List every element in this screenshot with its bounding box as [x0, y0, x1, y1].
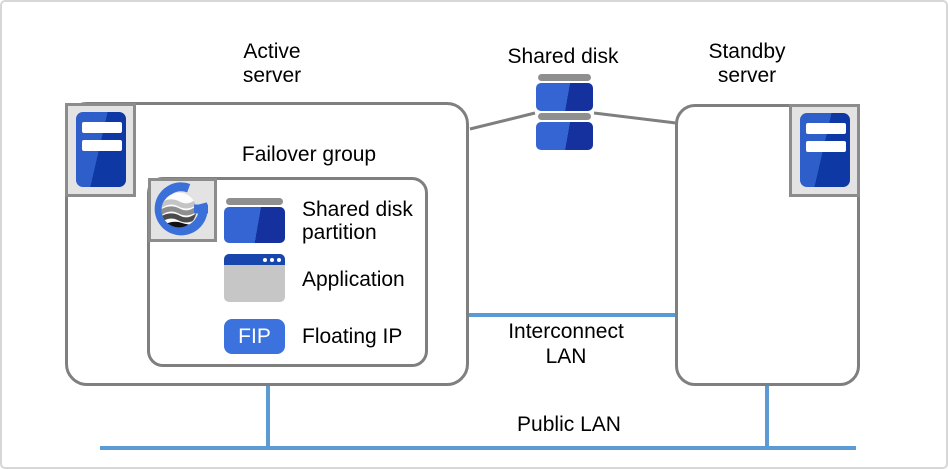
shared-disk-partition-label-line2: partition — [302, 221, 377, 244]
interconnect-lan-label-line2: LAN — [545, 345, 587, 368]
standby-server-icon — [789, 104, 860, 197]
application-label: Application — [302, 268, 405, 291]
public-lan-label: Public LAN — [517, 413, 621, 436]
interconnect-lan-label-line1: Interconnect — [508, 320, 624, 343]
active-server-label-line1: Active — [243, 40, 301, 63]
server-tower-icon — [76, 112, 126, 187]
interconnect-lan-label: Interconnect LAN — [476, 319, 656, 369]
shared-disk-partition-label-line1: Shared disk — [302, 198, 413, 221]
active-server-label: Active server — [192, 40, 352, 88]
server-tower-icon — [800, 113, 850, 187]
standby-server-label-line2: server — [717, 64, 777, 87]
application-titlebar — [224, 254, 285, 265]
globe-g-logo-icon — [154, 182, 208, 236]
standby-public-lan-connector — [765, 386, 769, 446]
active-server-icon — [65, 103, 136, 197]
floating-ip-label: Floating IP — [302, 325, 403, 348]
application-icon — [224, 254, 285, 302]
application-window-body — [224, 265, 285, 302]
active-public-lan-connector — [266, 386, 270, 446]
shared-disk-partition-label: Shared disk partition — [302, 198, 413, 244]
failover-group-label: Failover group — [241, 143, 377, 166]
standby-server-label-line1: Standby — [708, 40, 786, 63]
public-lan-line — [100, 446, 856, 450]
failover-group-box — [147, 177, 428, 367]
shared-disk-label: Shared disk — [507, 45, 619, 68]
interconnect-lan-line — [469, 313, 675, 317]
active-server-label-line2: server — [242, 64, 302, 87]
cluster-logo-icon — [148, 178, 217, 242]
standby-server-label: Standby server — [667, 40, 827, 88]
floating-ip-badge: FIP — [224, 319, 285, 354]
